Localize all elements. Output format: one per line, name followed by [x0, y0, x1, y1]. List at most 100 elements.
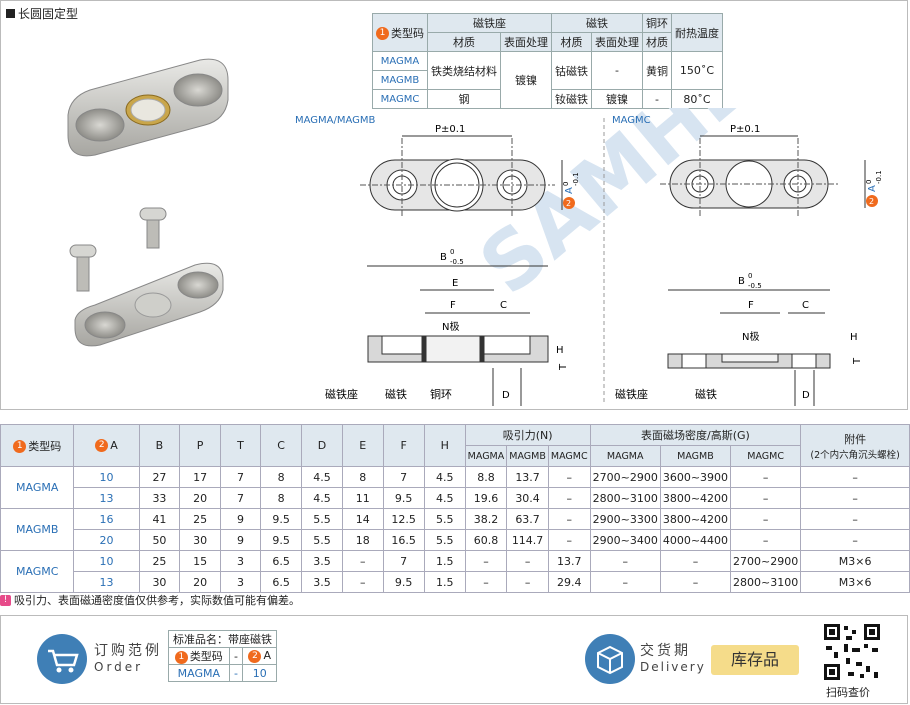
- dim-a-left: A: [564, 187, 575, 194]
- qr-code-icon[interactable]: [822, 622, 882, 682]
- table-cell: 4.5: [423, 487, 466, 509]
- spec-sub-material: 材质: [427, 32, 501, 52]
- table-cell: –: [730, 529, 802, 551]
- table-cell: 11: [341, 487, 384, 509]
- table-cell: 27: [138, 466, 181, 488]
- table-cell: 5.5: [301, 508, 343, 530]
- table-cell: 16: [73, 508, 140, 530]
- label-base-right: 磁铁座: [615, 387, 648, 401]
- spec-base-header: 磁铁座: [427, 13, 552, 33]
- table-cell: 13.7: [506, 466, 549, 488]
- table-cell: 9.5: [260, 529, 303, 551]
- n-pole-right: N极: [742, 330, 759, 343]
- table-cell: 4.5: [301, 466, 343, 488]
- table-cell: 30: [179, 529, 221, 551]
- table-cell: –: [506, 571, 549, 593]
- std-name: 标准品名：带座磁铁: [168, 630, 277, 648]
- col-sub: MAGMB: [506, 445, 549, 467]
- spec-cell: 镀镍: [591, 89, 643, 109]
- dim-b-tol: -0.5: [450, 258, 464, 266]
- spec-ring-header: 铜环: [642, 13, 672, 33]
- col-h: H: [423, 424, 466, 467]
- title-square-icon: [6, 9, 15, 18]
- spec-cell: 80˚C: [671, 89, 723, 109]
- table-cell: 3: [219, 550, 262, 572]
- table-cell: 4.5: [423, 466, 466, 488]
- table-cell: –: [464, 571, 508, 593]
- table-cell: 5.5: [423, 508, 466, 530]
- table-cell: 114.7: [506, 529, 549, 551]
- table-cell: 20: [179, 487, 221, 509]
- table-cell: 1.5: [423, 550, 466, 572]
- table-cell: 8: [260, 466, 303, 488]
- order-label: 订购范例: [94, 643, 162, 659]
- dim-p-left: P±0.1: [435, 124, 465, 135]
- dim-f-right: F: [748, 300, 754, 311]
- table-cell: –: [659, 571, 732, 593]
- dim-f-left: F: [450, 300, 456, 311]
- table-cell: 2900~3400: [589, 529, 661, 551]
- table-cell: 2700~2900: [730, 550, 802, 572]
- svg-text:2: 2: [566, 199, 571, 208]
- col-force-group: 吸引力(N): [464, 424, 591, 446]
- spec-temp-header: 耐热温度: [671, 13, 723, 52]
- note: ! 吸引力、表面磁通密度值仅供参考，实际数值可能有偏差。: [0, 592, 300, 608]
- table-cell: 4000~4400: [659, 529, 732, 551]
- table-cell: 13: [73, 571, 140, 593]
- table-cell: 13.7: [547, 550, 591, 572]
- dim-d-right: D: [802, 390, 810, 401]
- type-code-cell: MAGMA: [0, 466, 75, 509]
- table-cell: 2900~3300: [589, 508, 661, 530]
- label-magnet-right: 磁铁: [695, 388, 717, 401]
- table-cell: –: [464, 550, 508, 572]
- delivery-label: 交货期: [640, 643, 691, 659]
- table-cell: –: [341, 550, 384, 572]
- col-sub: MAGMA: [589, 445, 661, 467]
- dim-t-left: T: [558, 363, 569, 371]
- spec-cell: 钴磁铁: [551, 51, 592, 90]
- col-flux-group: 表面磁场密度/高斯(G): [589, 424, 802, 446]
- spec-cell: 黄铜: [642, 51, 672, 90]
- type-code-cell: MAGMB: [0, 508, 75, 551]
- dim-e: E: [452, 278, 458, 289]
- col-sub: MAGMB: [659, 445, 732, 467]
- col-accessory: 附件(2个内六角沉头螺栓): [800, 424, 910, 467]
- table-cell: M3×6: [800, 571, 910, 593]
- dim-t-right: T: [852, 357, 863, 365]
- col-sub: MAGMA: [464, 445, 508, 467]
- table-cell: 8: [341, 466, 384, 488]
- spec-code: MAGMC: [372, 89, 428, 109]
- table-cell: 25: [179, 508, 221, 530]
- exclamation-icon: !: [0, 594, 11, 606]
- table-cell: –: [341, 571, 384, 593]
- table-cell: –: [589, 550, 661, 572]
- qr-label: 扫码查价: [826, 686, 870, 699]
- table-cell: –: [800, 508, 910, 530]
- spec-cell: -: [642, 89, 672, 109]
- dim-b-tol: 0: [748, 272, 752, 280]
- table-cell: 3.5: [301, 550, 343, 572]
- table-cell: 5.5: [423, 529, 466, 551]
- label-base-left: 磁铁座: [325, 387, 358, 401]
- dim-a-tol: -0.1: [572, 172, 580, 186]
- table-cell: 6.5: [260, 571, 303, 593]
- table-cell: 30.4: [506, 487, 549, 509]
- spec-sub-surface: 表面处理: [500, 32, 552, 52]
- table-cell: 13: [73, 487, 140, 509]
- table-cell: 9: [219, 508, 262, 530]
- table-cell: 14: [341, 508, 384, 530]
- table-cell: 17: [179, 466, 221, 488]
- label-ring: 铜环: [430, 387, 452, 401]
- table-cell: 2700~2900: [589, 466, 661, 488]
- spec-magnet-header: 磁铁: [551, 13, 643, 33]
- table-cell: 4.5: [301, 487, 343, 509]
